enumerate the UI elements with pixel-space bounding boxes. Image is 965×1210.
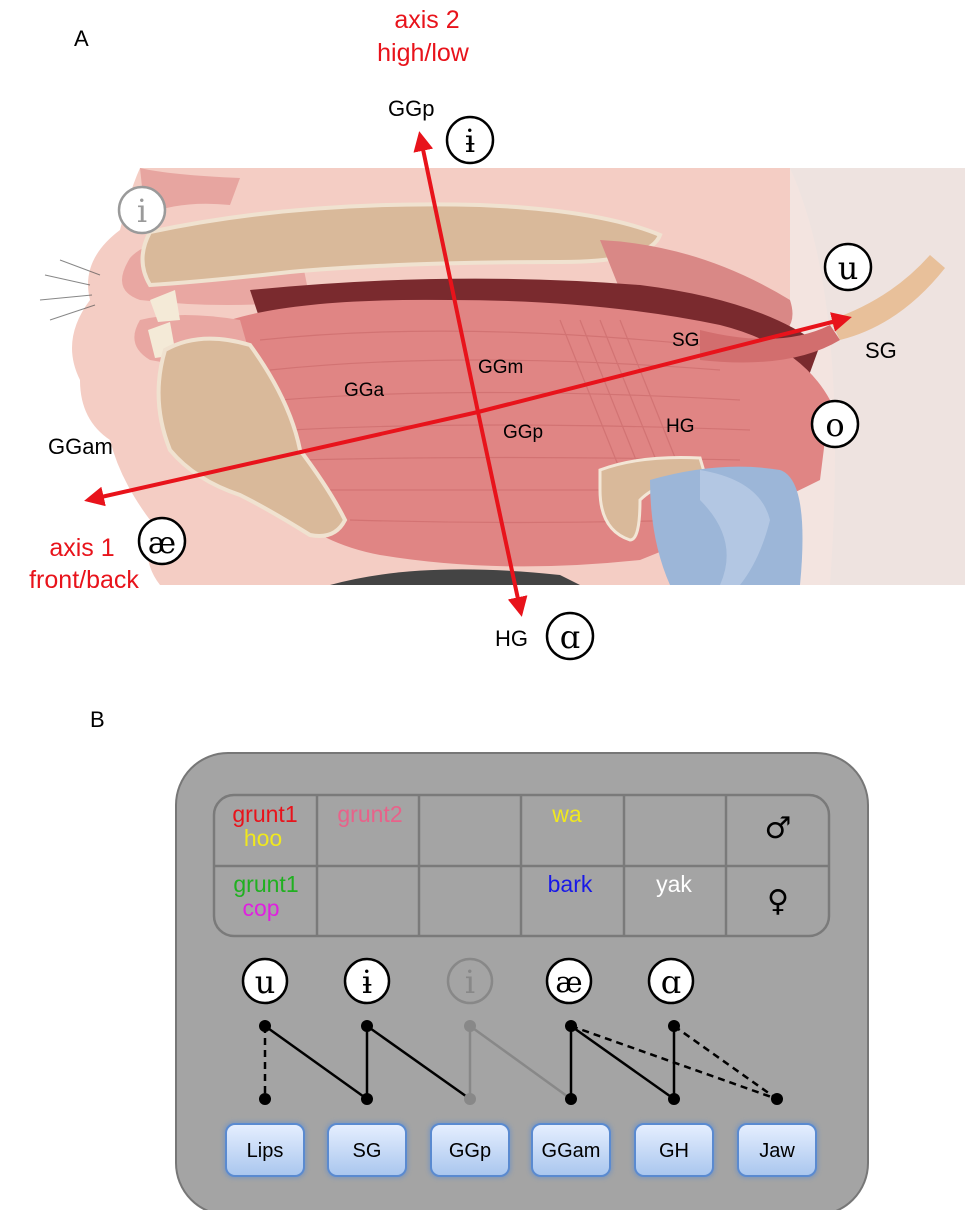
label-ggm: GGm bbox=[478, 357, 523, 378]
svg-text:æ: æ bbox=[555, 965, 582, 999]
svg-text:i: i bbox=[137, 192, 147, 230]
label-ggp-top: GGp bbox=[388, 96, 434, 121]
cell-yak: yak bbox=[656, 871, 692, 897]
svg-text:ɑ: ɑ bbox=[560, 618, 580, 656]
svg-text:u: u bbox=[255, 963, 276, 1001]
button-gh[interactable]: GH bbox=[633, 1122, 715, 1178]
vowel-o: o bbox=[812, 401, 858, 447]
axis1-title: axis 1 bbox=[49, 534, 114, 562]
vowel-ae: æ bbox=[139, 518, 185, 564]
vowel-b-ae: æ bbox=[547, 959, 591, 1003]
svg-text:o: o bbox=[825, 406, 844, 444]
button-sg[interactable]: SG bbox=[326, 1122, 408, 1178]
cell-hoo: hoo bbox=[244, 825, 282, 851]
axis2-title: axis 2 bbox=[394, 6, 459, 34]
cell-grunt1-female: grunt1 bbox=[233, 871, 298, 897]
vowel-u: u bbox=[825, 244, 871, 290]
cell-cop: cop bbox=[242, 895, 279, 921]
cell-grunt1-male: grunt1 bbox=[232, 801, 297, 827]
svg-text:GGam: GGam bbox=[542, 1140, 601, 1162]
label-sg-mid: SG bbox=[672, 330, 699, 351]
button-ggp[interactable]: GGp bbox=[429, 1122, 511, 1178]
svg-text:ɨ: ɨ bbox=[465, 122, 475, 160]
svg-text:Jaw: Jaw bbox=[759, 1140, 795, 1162]
panel-b-label: B bbox=[90, 707, 105, 732]
female-symbol-icon: ♀ bbox=[767, 884, 789, 919]
svg-text:SG: SG bbox=[353, 1140, 382, 1162]
button-lips[interactable]: Lips bbox=[224, 1122, 306, 1178]
label-ggp-mid: GGp bbox=[503, 422, 543, 443]
label-sg-right: SG bbox=[865, 338, 897, 363]
vowel-a-low: ɑ bbox=[547, 613, 593, 659]
svg-text:GH: GH bbox=[659, 1140, 689, 1162]
label-gga: GGa bbox=[344, 380, 385, 401]
cell-bark: bark bbox=[548, 871, 593, 897]
panel-a: A bbox=[29, 6, 965, 659]
axis1-subtitle: front/back bbox=[29, 566, 139, 594]
button-jaw[interactable]: Jaw bbox=[736, 1122, 818, 1178]
svg-text:ɨ: ɨ bbox=[362, 963, 372, 1001]
label-hg-mid: HG bbox=[666, 416, 695, 437]
svg-text:ɑ: ɑ bbox=[661, 963, 681, 1001]
panel-a-label: A bbox=[74, 26, 89, 51]
vowel-b-i-barred: ɨ bbox=[345, 959, 389, 1003]
vowel-b-u: u bbox=[243, 959, 287, 1003]
button-ggam[interactable]: GGam bbox=[530, 1122, 612, 1178]
vowel-i-barred: ɨ bbox=[447, 117, 493, 163]
label-hg-bottom: HG bbox=[495, 626, 528, 651]
svg-text:GGp: GGp bbox=[449, 1140, 491, 1162]
male-symbol-icon: ♂ bbox=[765, 811, 792, 846]
svg-text:i: i bbox=[465, 963, 475, 1001]
svg-text:æ: æ bbox=[148, 526, 176, 561]
label-ggam-left: GGam bbox=[48, 434, 113, 459]
vowel-i-front: i bbox=[119, 187, 165, 233]
svg-text:Lips: Lips bbox=[247, 1140, 284, 1162]
panel-b: B grunt1 hoo grunt2 wa ♂ grunt1 cop bark… bbox=[90, 707, 868, 1210]
vowel-b-a: ɑ bbox=[649, 959, 693, 1003]
cell-wa: wa bbox=[551, 801, 582, 827]
axis2-subtitle: high/low bbox=[377, 39, 470, 67]
cell-grunt2: grunt2 bbox=[337, 801, 402, 827]
svg-text:u: u bbox=[838, 249, 859, 287]
